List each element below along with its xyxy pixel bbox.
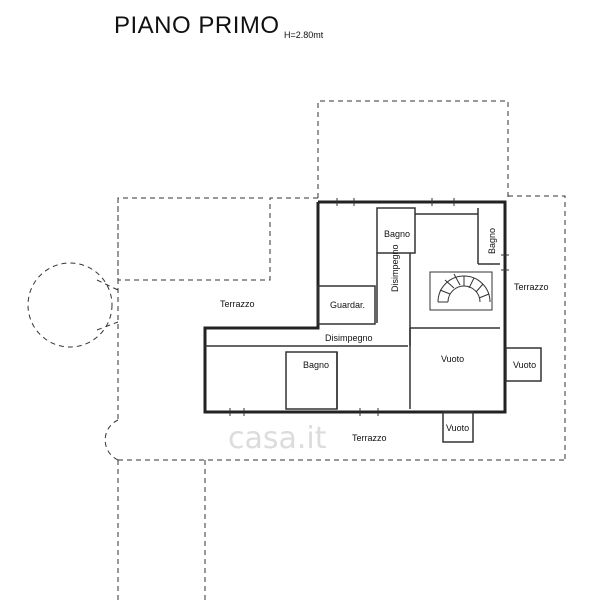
stair-step (444, 279, 455, 289)
windows (229, 198, 509, 416)
dashed-outlines (27, 100, 566, 600)
room-label-bagno-top: Bagno (384, 229, 410, 239)
room-label-terrazzo-left: Terrazzo (220, 299, 255, 309)
stair-step (468, 277, 475, 289)
room-label-terrazzo-bottom: Terrazzo (352, 433, 387, 443)
room-label-terrazzo-right: Terrazzo (514, 282, 549, 292)
guardaroba-walls (317, 285, 376, 325)
stair-step (475, 283, 484, 293)
room-label-disimpegno-horizontal: Disimpegno (325, 333, 373, 343)
inner-walls (205, 207, 500, 410)
round-terrace-outline (27, 262, 113, 348)
stair-step (478, 293, 490, 299)
right-terrace-outline (508, 195, 566, 460)
upper-dashed-outline (317, 100, 509, 198)
room-label-disimpegno-vertical: Disimpegno (390, 244, 400, 292)
room-label-guardaroba: Guardar. (330, 300, 365, 310)
small-arc-outline (104, 419, 119, 461)
bath-top-walls (376, 207, 416, 254)
walls (203, 200, 507, 414)
room-label-vuoto-main: Vuoto (441, 354, 464, 364)
stair-step (439, 289, 451, 295)
vuoto-right-box (505, 347, 542, 382)
staircase (429, 271, 493, 311)
watermark: casa.it (228, 421, 327, 456)
vuoto-bottom-box (442, 411, 474, 443)
staircase-frame (429, 271, 493, 311)
stair-step (453, 273, 461, 286)
connector-top (96, 279, 119, 291)
outer-walls (203, 200, 507, 414)
room-label-bagno-bottom: Bagno (303, 360, 329, 370)
room-label-bagno-right: Bagno (487, 228, 497, 254)
room-label-vuoto-right: Vuoto (513, 360, 536, 370)
stair-inner-arc (447, 285, 481, 303)
room-label-vuoto-bottom: Vuoto (446, 423, 469, 433)
plan-title: PIANO PRIMO (114, 12, 280, 39)
height-note: H=2.80mt (284, 30, 324, 40)
connector-bottom (96, 321, 119, 331)
left-terrace-outline (117, 197, 318, 281)
void-boxes (442, 347, 542, 443)
